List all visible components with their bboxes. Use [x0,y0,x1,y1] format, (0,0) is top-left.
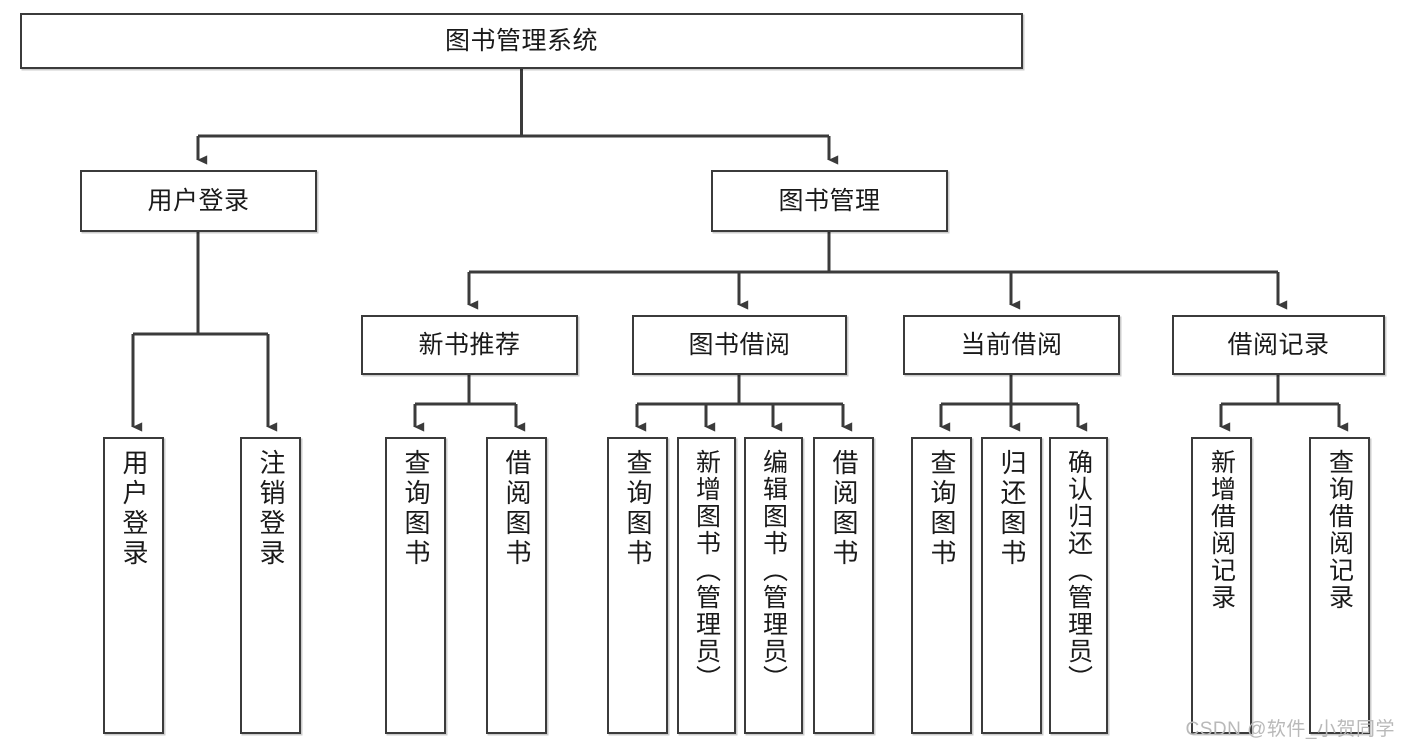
node-label: 借阅图书 [829,449,860,569]
node-label: 借阅图书 [502,449,533,569]
node-label: 查询借阅记录 [1325,449,1354,611]
node-label: 图书管理 [778,186,881,215]
csdn-watermark: CSDN @软件_小贺同学 [1185,719,1395,740]
node-label: 确认归还（管理员） [1064,449,1093,692]
leaf-borrow-book[interactable]: 借阅图书 [813,437,874,734]
node-label: 新增图书（管理员） [692,449,721,692]
leaf-query-book-current[interactable]: 查询图书 [911,437,972,734]
node-label: 归还图书 [997,449,1028,569]
leaf-return-book[interactable]: 归还图书 [981,437,1042,734]
node-label: 新书推荐 [418,330,521,359]
node-book-manage[interactable]: 图书管理 [711,170,948,232]
node-book-borrow[interactable]: 图书借阅 [632,315,847,375]
leaf-borrow-book-recommend[interactable]: 借阅图书 [486,437,547,734]
node-label: 用户登录 [119,449,150,569]
node-user-login[interactable]: 用户登录 [80,170,317,232]
leaf-query-borrow-record[interactable]: 查询借阅记录 [1309,437,1370,734]
node-label: 查询图书 [401,449,432,569]
leaf-query-book-borrow[interactable]: 查询图书 [607,437,668,734]
leaf-logout[interactable]: 注销登录 [240,437,301,734]
leaf-edit-book[interactable]: 编辑图书（管理员） [744,437,803,734]
node-new-book-recommend[interactable]: 新书推荐 [361,315,578,375]
node-label: 用户登录 [147,186,250,215]
node-label: 借阅记录 [1227,330,1330,359]
leaf-add-borrow-record[interactable]: 新增借阅记录 [1191,437,1252,734]
leaf-query-book-recommend[interactable]: 查询图书 [385,437,446,734]
leaf-confirm-return[interactable]: 确认归还（管理员） [1049,437,1108,734]
node-current-borrow[interactable]: 当前借阅 [903,315,1120,375]
node-book-management-system[interactable]: 图书管理系统 [20,13,1023,69]
leaf-user-login[interactable]: 用户登录 [103,437,164,734]
node-label: 编辑图书（管理员） [759,449,788,692]
node-label: 图书借阅 [688,330,791,359]
node-label: 当前借阅 [960,330,1063,359]
leaf-add-book[interactable]: 新增图书（管理员） [677,437,736,734]
node-label: 新增借阅记录 [1207,449,1236,611]
node-borrow-record[interactable]: 借阅记录 [1172,315,1385,375]
node-label: 查询图书 [927,449,958,569]
node-label: 注销登录 [256,449,287,569]
node-label: 图书管理系统 [444,26,598,55]
node-label: 查询图书 [623,449,654,569]
